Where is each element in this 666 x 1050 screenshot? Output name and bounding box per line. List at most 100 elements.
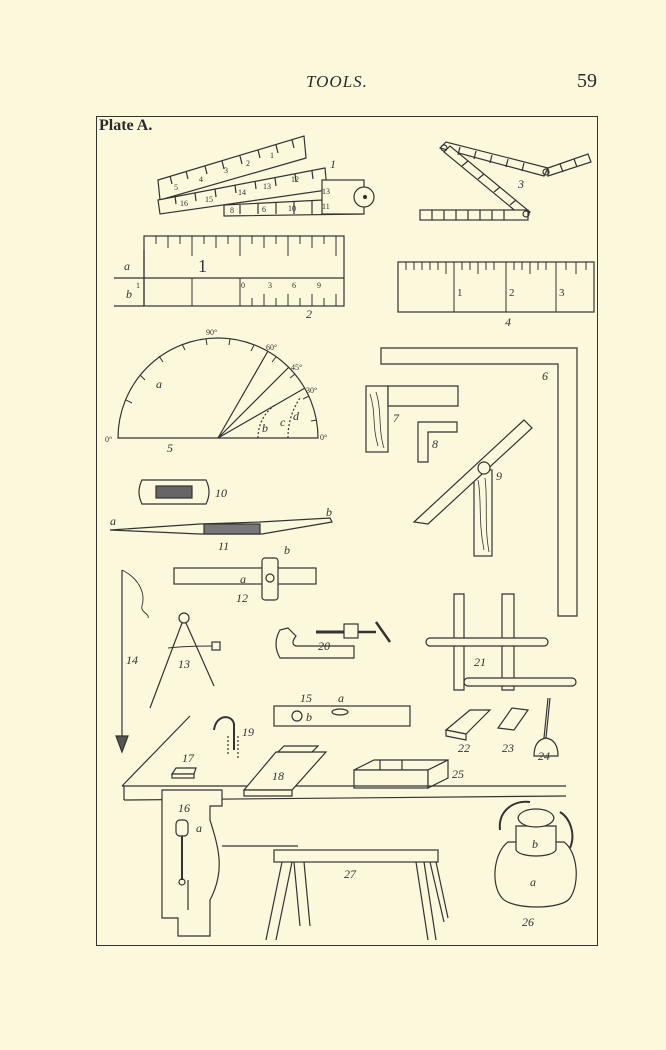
plate-label: Plate A. xyxy=(99,117,153,134)
fig-label-12: 12 xyxy=(236,591,248,605)
gauge-part-b: b xyxy=(284,543,290,557)
fig-label-11: 11 xyxy=(218,539,229,553)
rule1-num-2: 2 xyxy=(246,159,250,168)
fig-label-26: 26 xyxy=(522,915,534,929)
fig-label-27: 27 xyxy=(344,867,357,881)
fig-label-10: 10 xyxy=(215,486,227,500)
fig-label-22: 22 xyxy=(458,741,470,755)
rule1-num-14: 14 xyxy=(238,188,246,197)
rule4-num-3: 3 xyxy=(559,287,565,299)
fig-22-oilstone: 22 xyxy=(444,709,492,755)
protractor-deg-0-left: 0° xyxy=(105,435,112,444)
page-number: 59 xyxy=(577,70,597,92)
protractor-deg-60: 60° xyxy=(266,343,277,352)
glue-pot-part-a: a xyxy=(530,875,536,889)
rule1-num-16: 16 xyxy=(180,199,188,208)
protractor-deg-0-right: 0° xyxy=(320,433,327,442)
fig-9-bevel: 9 xyxy=(412,419,533,557)
rule1-num-11: 11 xyxy=(322,202,330,211)
fig-20-c-clamp: 20 xyxy=(275,621,392,659)
fig-label-4: 4 xyxy=(505,315,511,329)
fig-19-hook: 19 xyxy=(213,716,254,760)
fig-15-spirit-level: 15 a b xyxy=(273,691,411,727)
fig-label-17: 17 xyxy=(182,751,195,765)
rule2-tick-9: 9 xyxy=(317,281,321,290)
fig-label-15: 15 xyxy=(300,691,312,705)
fig-3-folding-rule-open: 3 xyxy=(419,141,592,221)
fig-label-8: 8 xyxy=(432,437,438,451)
fig-27-saw-horse: 27 xyxy=(265,849,449,941)
fig-24-oil-can: 24 xyxy=(533,697,559,763)
level-part-a: a xyxy=(338,691,344,705)
rule2-tick-6: 6 xyxy=(292,281,296,290)
fig-label-13: 13 xyxy=(178,657,190,671)
fig-label-7: 7 xyxy=(393,411,400,425)
rule2-tick-0: 0 xyxy=(241,281,245,290)
fig-23-slip-stone: 23 xyxy=(496,707,530,755)
file-part-b: b xyxy=(326,505,332,519)
vise-part-a: a xyxy=(196,821,202,835)
fig-8-small-square: 8 xyxy=(417,421,458,463)
running-title: TOOLS. xyxy=(306,72,368,91)
rule1-num-13b: 13 xyxy=(322,187,330,196)
fig-label-18: 18 xyxy=(272,769,284,783)
fig-label-9: 9 xyxy=(496,469,502,483)
fig-label-21: 21 xyxy=(474,655,486,669)
file-part-a: a xyxy=(110,514,116,528)
fig-12-marking-gauge: a b 12 xyxy=(173,543,317,605)
rule1-num-3: 3 xyxy=(224,166,228,175)
fig-label-14: 14 xyxy=(126,653,138,667)
protractor-deg-45: 45° xyxy=(291,363,302,372)
running-head: TOOLS. 59 xyxy=(0,70,666,98)
rule1-num-10: 10 xyxy=(288,204,296,213)
rule2-part-b: b xyxy=(126,287,132,301)
fig-7-try-square: 7 xyxy=(365,385,459,453)
fig-11-file: a b 11 xyxy=(109,505,333,553)
glue-pot-part-b: b xyxy=(532,837,538,851)
rule1-num-8: 8 xyxy=(230,206,234,215)
rule2-part-a: a xyxy=(124,259,130,273)
plate-frame xyxy=(96,116,598,946)
protractor-part-a: a xyxy=(156,377,162,391)
rule1-num-12: 12 xyxy=(291,175,299,184)
rule1-num-1: 1 xyxy=(270,151,274,160)
fig-14-plumb-line: 14 xyxy=(115,569,149,754)
fig-16-bench-vise: 16 a xyxy=(161,789,223,937)
protractor-part-b: b xyxy=(262,421,268,435)
protractor-part-d: d xyxy=(293,409,300,423)
rule1-num-13: 13 xyxy=(263,182,271,191)
fig-17-bench-stop: 17 xyxy=(170,751,197,779)
fig-18-bench-hook: 18 xyxy=(242,745,328,797)
fig-label-6: 6 xyxy=(542,369,548,383)
fig-label-20: 20 xyxy=(318,639,330,653)
rule2-small-1: 1 xyxy=(136,281,140,290)
fig-21-hand-screw: 21 xyxy=(425,593,577,691)
protractor-deg-30: 30° xyxy=(306,386,317,395)
fig-label-25: 25 xyxy=(452,767,464,781)
fig-label-24: 24 xyxy=(538,749,550,763)
protractor-part-c: c xyxy=(280,415,286,429)
fig-4-rule: 1 2 3 4 xyxy=(397,261,595,329)
rule1-num-4: 4 xyxy=(199,175,203,184)
rule1-num-15: 15 xyxy=(205,195,213,204)
rule1-num-5: 5 xyxy=(174,183,178,192)
fig-label-23: 23 xyxy=(502,741,514,755)
fig-26-glue-pot: b a 26 xyxy=(494,800,577,929)
fig-label-5: 5 xyxy=(167,441,173,455)
rule4-num-1: 1 xyxy=(457,287,463,299)
gauge-part-a: a xyxy=(240,572,246,586)
fig-label-19: 19 xyxy=(242,725,254,739)
fig-25-mitre-box: 25 xyxy=(353,759,464,789)
fig-6-steel-square: 6 xyxy=(380,347,578,617)
fig-label-1: 1 xyxy=(330,157,336,171)
fig-label-2: 2 xyxy=(306,307,312,321)
fig-1-folding-rule: 5 4 3 2 1 16 15 14 13 12 8 6 10 13 11 1 xyxy=(157,135,375,217)
rule1-num-6: 6 xyxy=(262,205,266,214)
fig-label-16: 16 xyxy=(178,801,190,815)
fig-2-scaled-rule: 1 1 0 3 6 9 a b 2 xyxy=(114,235,345,321)
rule2-tick-3: 3 xyxy=(268,281,272,290)
fig-5-protractor: 0° 90° 60° 45° 30° 0° a b c d 5 xyxy=(105,328,327,455)
rule4-num-2: 2 xyxy=(509,287,515,299)
level-part-b: b xyxy=(306,710,312,724)
